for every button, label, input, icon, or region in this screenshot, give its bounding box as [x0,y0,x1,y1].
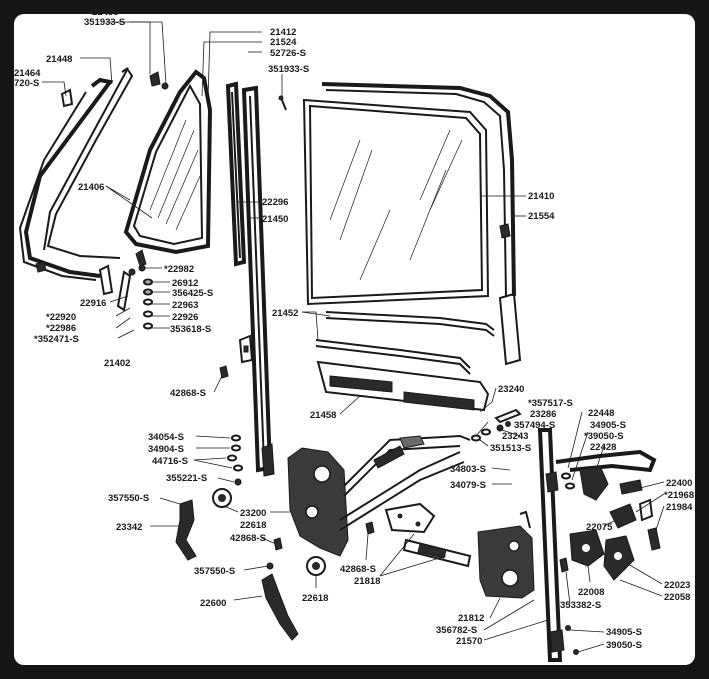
label-357550-s-lower: 357550-S [194,566,235,577]
label-22982: *22982 [164,264,194,275]
label-21554: 21554 [528,211,555,222]
label-34905-s-upper: 34905-S [590,420,626,431]
clip-part [60,88,74,108]
label-356425-s: 356425-S [172,288,213,299]
label-22428: 22428 [590,442,616,453]
small-screws [219,365,375,551]
label-42868-s-lower: 42868-S [340,564,376,575]
label-21486: 21486 [92,7,118,18]
label-720-s: 720-S [14,78,39,89]
part-labels: 21486 351933-S 21448 21464 720-S 21406 2… [14,7,694,651]
glass-channel-strip [315,311,495,375]
division-channel-part [225,81,275,477]
door-lock-part [477,510,535,599]
vent-pivot-hardware [98,249,153,330]
label-34904-s: 34904-S [148,444,184,455]
label-356782-s: 356782-S [436,625,477,636]
label-21406: 21406 [78,182,104,193]
label-21450: 21450 [262,214,288,225]
label-22400: 22400 [666,478,692,489]
label-52726-s: 52726-S [270,48,306,59]
label-34079-s: 34079-S [450,480,486,491]
label-21402: 21402 [104,358,130,369]
remote-control-part [384,502,472,568]
label-22618-left: 22618 [240,520,266,531]
regulator-small-hardware [227,434,243,486]
label-23200: 23200 [240,508,266,519]
label-21448: 21448 [46,54,72,65]
window-regulator-part [287,434,471,557]
label-23240: 23240 [498,384,524,395]
label-44716-s: 44716-S [152,456,188,467]
outside-handle-part [555,449,661,551]
label-42868-s-middle: 42868-S [230,533,266,544]
label-351933-s-top: 351933-S [84,17,125,28]
label-21524: 21524 [270,37,297,48]
label-357494-s: 357494-S [514,420,555,431]
label-21410: 21410 [528,191,554,202]
label-21452: 21452 [272,308,298,319]
label-355221-s: 355221-S [166,473,207,484]
label-34054-s: 34054-S [148,432,184,443]
label-353382-s: 353382-S [560,600,601,611]
label-22986: *22986 [46,323,76,334]
label-21570: 21570 [456,636,482,647]
vent-glass-part [123,69,213,255]
label-352471-s: *352471-S [34,334,79,345]
striker-plate-parts [559,529,635,581]
vent-frame-outer-part [18,67,134,281]
label-351933-s-right: 351933-S [268,64,309,75]
label-22916: 22916 [80,298,106,309]
label-22600: 22600 [200,598,226,609]
escutcheon-parts [212,488,326,576]
label-22963: 22963 [172,300,198,311]
label-22448: 22448 [588,408,614,419]
label-22920: *22920 [46,312,76,323]
label-34905-s-lower: 34905-S [606,627,642,638]
label-22296: 22296 [262,197,288,208]
window-crank-part [175,499,197,561]
label-34803-s: 34803-S [450,464,486,475]
label-22008: 22008 [578,587,604,598]
label-357550-s-upper: 357550-S [108,493,149,504]
label-21458: 21458 [310,410,336,421]
channel-screw [278,95,287,111]
label-21412: 21412 [270,27,296,38]
label-21984: 21984 [666,502,693,513]
label-23243: 23243 [502,431,528,442]
label-21818: 21818 [354,576,380,587]
label-23342: 23342 [116,522,142,533]
label-21464: 21464 [14,68,41,79]
label-357517-s: *357517-S [528,398,573,409]
vent-top-screws [149,71,169,90]
glass-lower-channel [316,360,490,412]
label-23286: 23286 [530,409,556,420]
label-21968: *21968 [664,490,694,501]
label-22926: 22926 [172,312,198,323]
label-39050-s-upper: *39050-S [584,431,624,442]
leader-lines [42,21,665,653]
label-21812: 21812 [458,613,484,624]
label-42868-s-upper: 42868-S [170,388,206,399]
label-351513-s: 351513-S [490,443,531,454]
label-22618-lower: 22618 [302,593,328,604]
label-22023: 22023 [664,580,690,591]
lock-rod-part [537,428,579,662]
door-glass-part [302,82,522,366]
label-22058: 22058 [664,592,690,603]
label-353618-s: 353618-S [170,324,211,335]
label-22075: 22075 [586,522,613,533]
inside-handle-part [261,562,299,641]
label-39050-s-lower: 39050-S [606,640,642,651]
label-26912: 26912 [172,278,198,289]
